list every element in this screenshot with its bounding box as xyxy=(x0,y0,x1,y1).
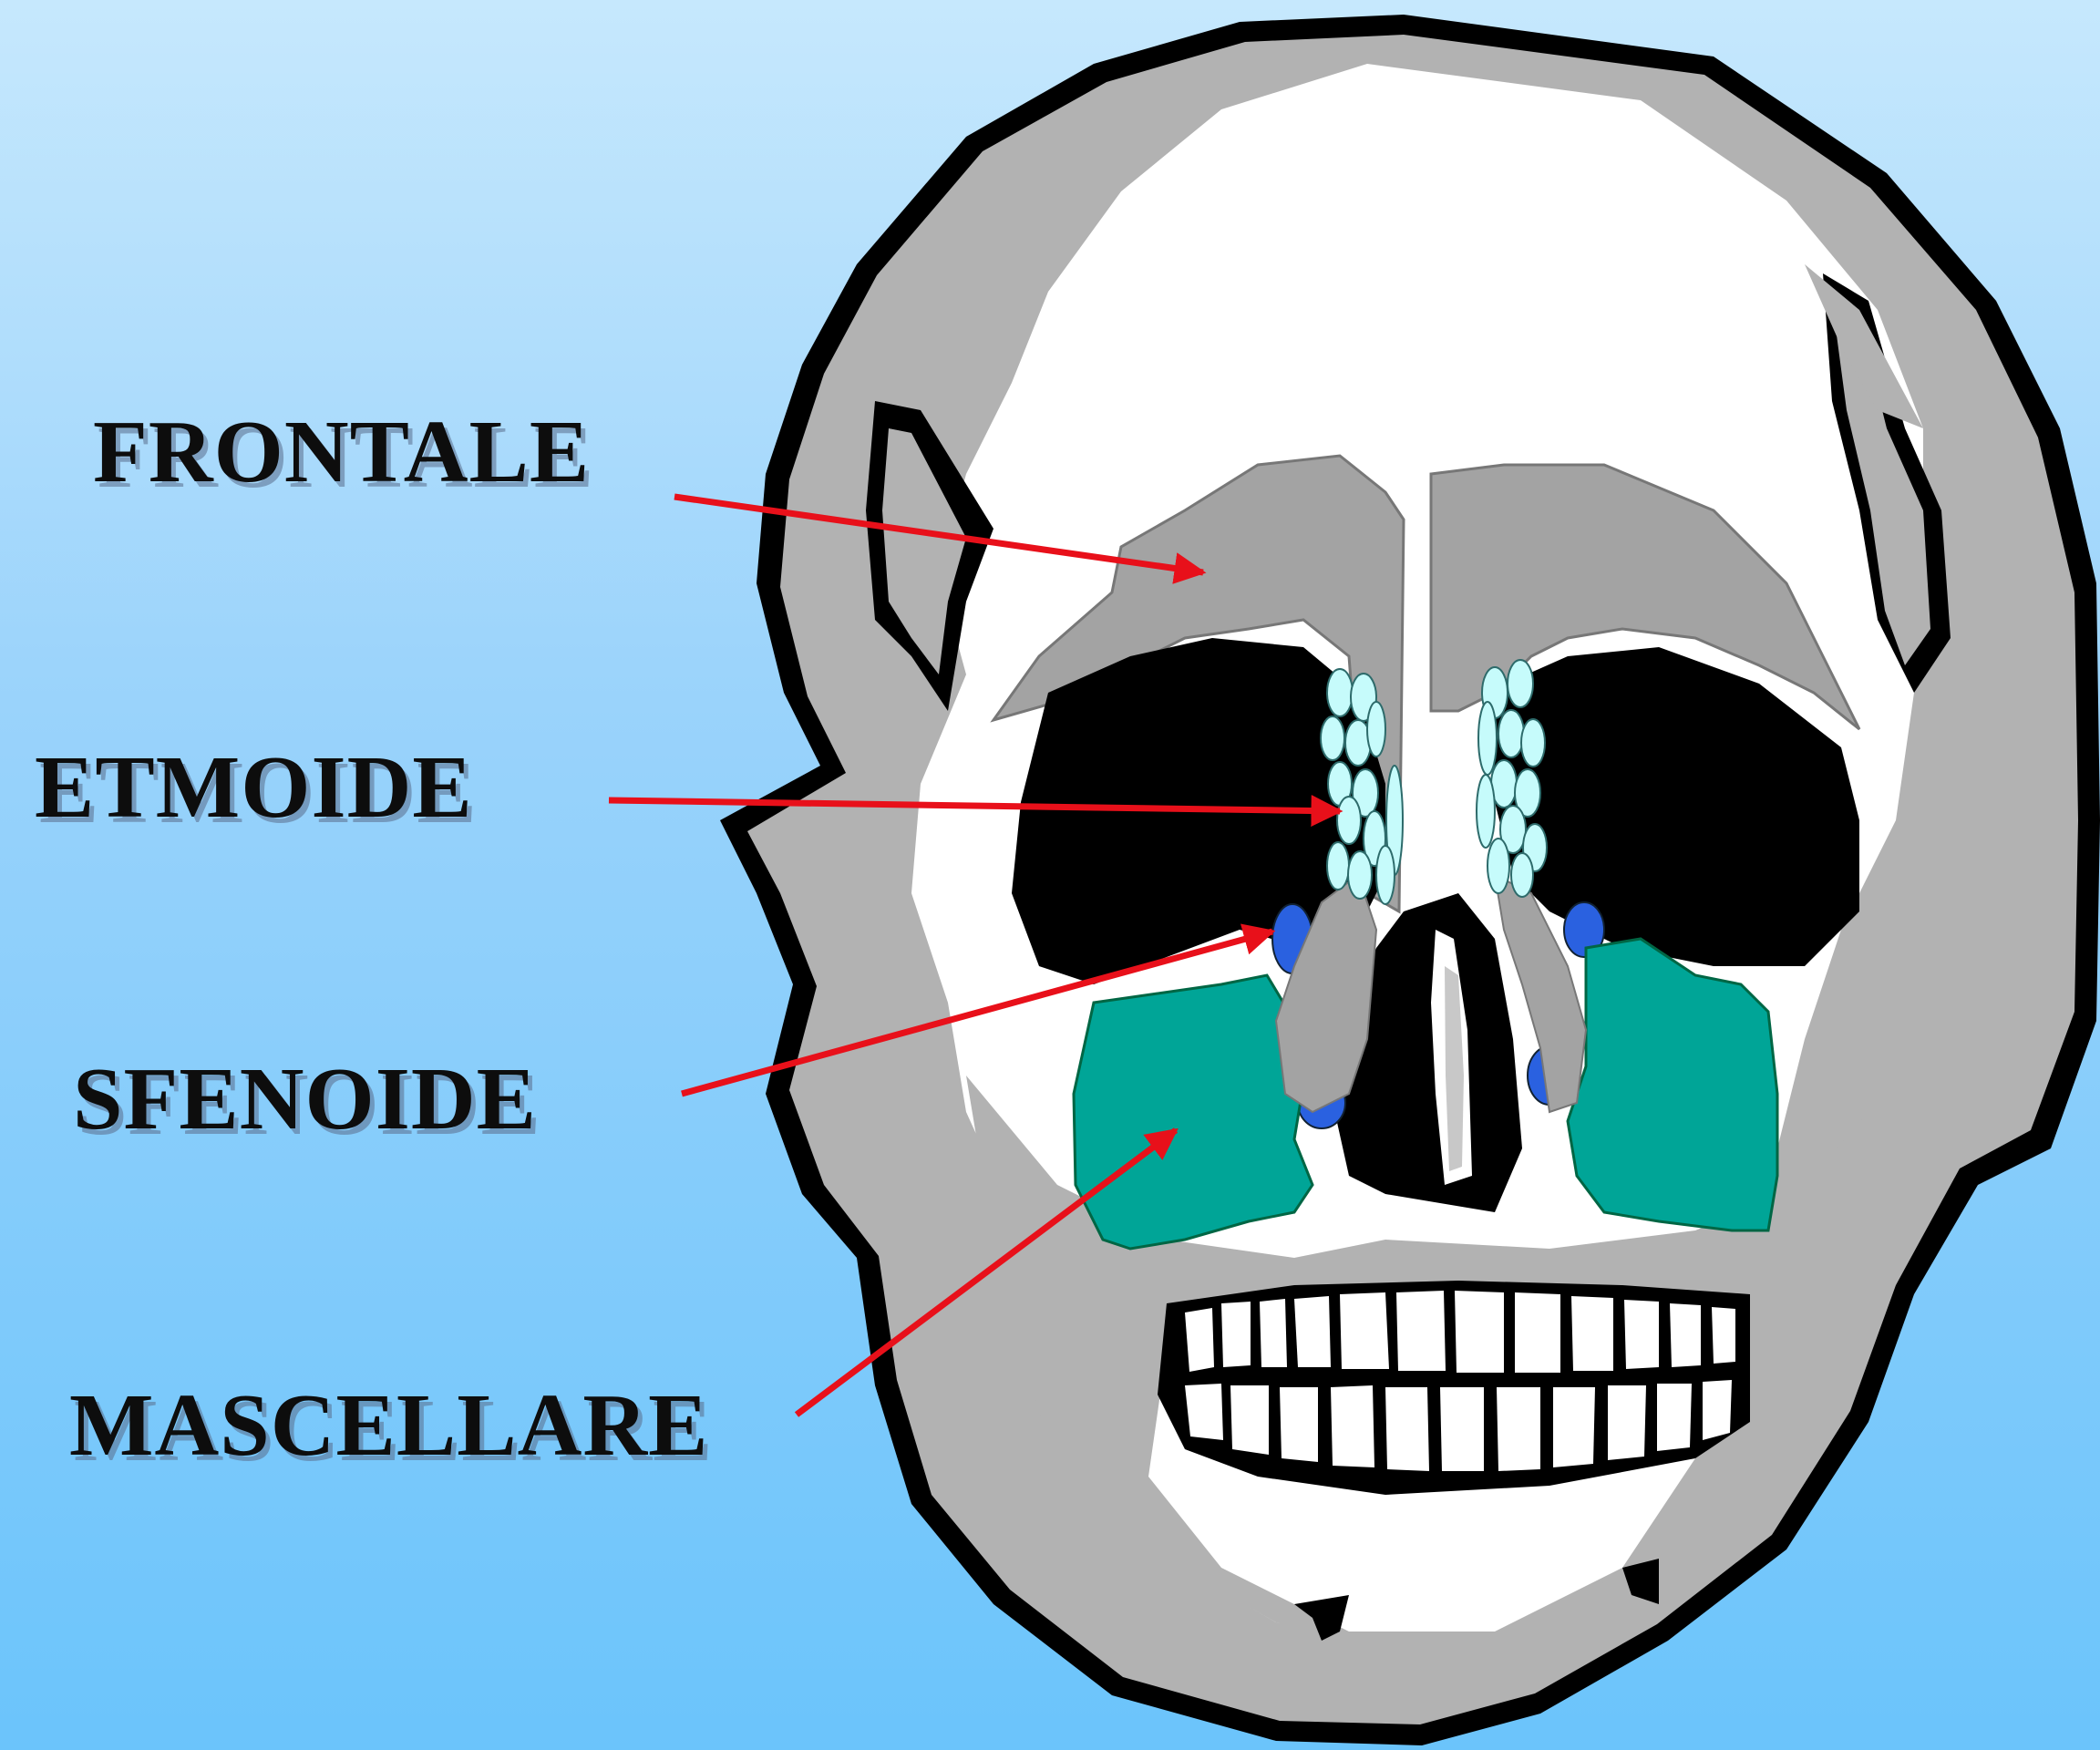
label-frontale: FRONTALE xyxy=(93,401,590,503)
label-sfenoide: SFENOIDE xyxy=(73,1048,537,1150)
label-etmoide: ETMOIDE xyxy=(35,736,473,839)
label-mascellare: MASCELLARE xyxy=(69,1374,709,1477)
upper-teeth xyxy=(1185,1291,1735,1373)
